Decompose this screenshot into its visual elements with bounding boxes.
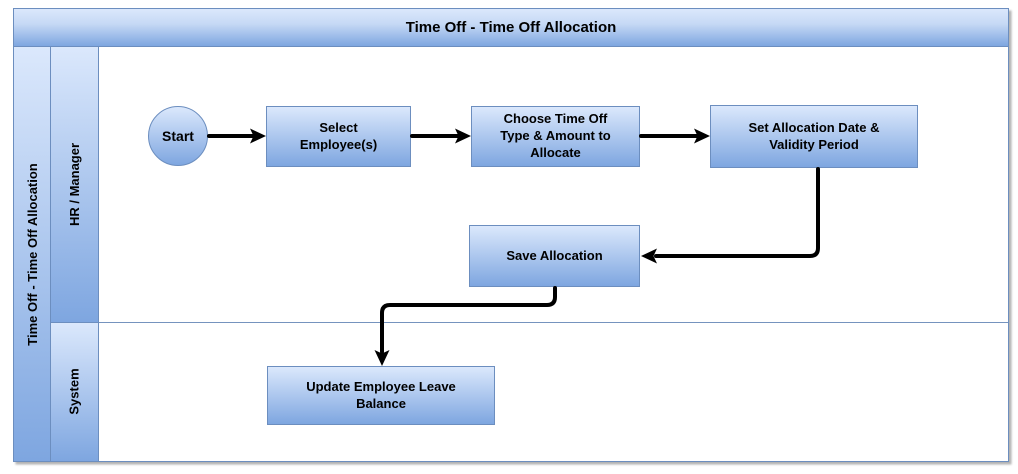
pool-header: Time Off - Time Off Allocation <box>14 9 1008 47</box>
start-event-label: Start <box>162 127 194 144</box>
lane-label-system: System <box>51 322 99 461</box>
pool-vertical-label: Time Off - Time Off Allocation <box>14 47 51 461</box>
lane-label-hr-manager-text: HR / Manager <box>67 142 83 226</box>
task-set-allocation-date-validity[interactable]: Set Allocation Date & Validity Period <box>710 105 918 168</box>
task-select-employees-label: Select Employee(s) <box>299 119 378 152</box>
start-event-node[interactable]: Start <box>148 106 208 166</box>
lane-area-system <box>99 323 1008 461</box>
lane-label-system-text: System <box>67 368 82 415</box>
lane-labels-column: HR / Manager System <box>51 47 99 461</box>
task-save-allocation[interactable]: Save Allocation <box>469 225 640 287</box>
task-update-employee-leave-balance-label: Update Employee Leave Balance <box>306 378 456 411</box>
pool-vertical-label-text: Time Off - Time Off Allocation <box>24 162 40 346</box>
pool-title: Time Off - Time Off Allocation <box>405 19 617 36</box>
lane-label-hr-manager: HR / Manager <box>51 47 99 323</box>
task-update-employee-leave-balance[interactable]: Update Employee Leave Balance <box>267 366 495 425</box>
task-select-employees[interactable]: Select Employee(s) <box>266 106 411 167</box>
task-save-allocation-label: Save Allocation <box>506 247 603 263</box>
task-set-allocation-date-validity-label: Set Allocation Date & Validity Period <box>748 119 880 152</box>
task-choose-time-off-type-amount-label: Choose Time Off Type & Amount to Allocat… <box>500 111 611 160</box>
task-choose-time-off-type-amount[interactable]: Choose Time Off Type & Amount to Allocat… <box>471 106 640 167</box>
